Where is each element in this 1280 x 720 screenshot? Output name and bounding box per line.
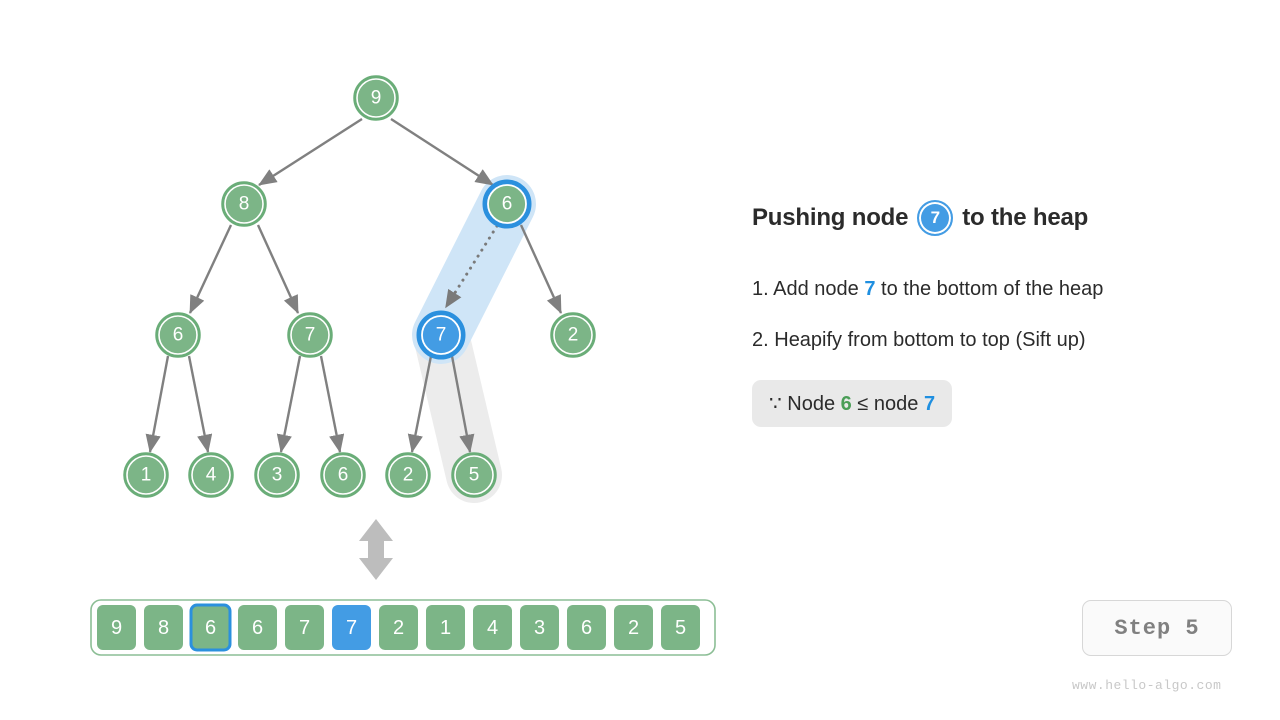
tree-node-6a[interactable]: 6 — [155, 312, 201, 358]
array-representation: 9 8 6 6 7 7 2 — [90, 599, 716, 656]
instruction-step-2: 2. Heapify from bottom to top (Sift up) — [752, 329, 1222, 352]
tree-nodes: 9 8 6 6 7 — [123, 75, 596, 498]
array-cell-label: 8 — [158, 617, 169, 639]
array-cell-label: 6 — [252, 617, 263, 639]
reason-green-value: 6 — [840, 393, 852, 415]
array-cell-0[interactable]: 9 — [97, 605, 136, 650]
node-label: 8 — [239, 194, 250, 215]
array-cell-label: 6 — [205, 617, 216, 639]
node-label: 7 — [305, 325, 316, 346]
tree-node-7a[interactable]: 7 — [287, 312, 333, 358]
tree-edges — [145, 117, 563, 453]
reason-badge: ∵ Node 6 ≤ node 7 — [752, 380, 953, 427]
tree-node-active-7[interactable]: 7 — [416, 310, 466, 360]
array-cell-label: 7 — [299, 617, 310, 639]
reason-blue-value: 7 — [923, 393, 936, 415]
heap-tree-graphic: 9 8 6 6 7 — [90, 75, 716, 656]
array-cell-10[interactable]: 6 — [567, 605, 606, 650]
watermark: www.hello-algo.com — [1072, 678, 1222, 693]
tree-node-parent-6[interactable]: 6 — [482, 179, 532, 229]
array-cell-label: 2 — [628, 617, 639, 639]
array-cell-6[interactable]: 2 — [379, 605, 418, 650]
tree-node-9[interactable]: 9 — [353, 75, 399, 121]
array-cell-9[interactable]: 3 — [520, 605, 559, 650]
node-label: 2 — [403, 465, 414, 486]
reason-text-before: Node — [781, 393, 841, 415]
array-cell-7[interactable]: 1 — [426, 605, 465, 650]
node-label: 5 — [469, 465, 480, 486]
step-index: 2. — [752, 329, 769, 351]
array-cell-label: 9 — [111, 617, 122, 639]
tree-node-4[interactable]: 4 — [188, 452, 234, 498]
array-container — [90, 599, 716, 656]
step-text-before: Heapify from bottom to top (Sift up) — [768, 329, 1086, 351]
step-indicator: Step 5 — [1082, 600, 1232, 656]
array-cell-1[interactable]: 8 — [144, 605, 183, 650]
tree-node-2a[interactable]: 2 — [550, 312, 596, 358]
because-symbol: ∵ — [769, 393, 782, 415]
step-index: 1. — [752, 278, 769, 300]
array-cell-5[interactable]: 7 — [332, 605, 371, 650]
node-label: 2 — [568, 325, 579, 346]
panel-title-suffix: to the heap — [962, 204, 1089, 231]
instruction-step-1: 1. Add node 7 to the bottom of the heap — [752, 278, 1222, 301]
array-cell-11[interactable]: 2 — [614, 605, 653, 650]
tree-node-8[interactable]: 8 — [221, 181, 267, 227]
array-cell-2[interactable]: 6 — [189, 603, 232, 652]
step-value: 7 — [864, 278, 876, 300]
pushed-node-badge: 7 — [917, 200, 954, 236]
step-text-before: Add node — [768, 278, 865, 300]
node-label: 1 — [141, 465, 152, 486]
array-cell-label: 6 — [581, 617, 592, 639]
step-text-after: to the bottom of the heap — [875, 278, 1104, 300]
node-label: 4 — [206, 465, 217, 486]
tree-node-6b[interactable]: 6 — [320, 452, 366, 498]
tree-node-2b[interactable]: 2 — [385, 452, 431, 498]
array-cell-12[interactable]: 5 — [661, 605, 700, 650]
array-cell-label: 4 — [487, 617, 498, 639]
array-cell-8[interactable]: 4 — [473, 605, 512, 650]
tree-node-5[interactable]: 5 — [451, 452, 497, 498]
array-cell-4[interactable]: 7 — [285, 605, 324, 650]
node-label: 6 — [338, 465, 349, 486]
array-cell-3[interactable]: 6 — [238, 605, 277, 650]
array-cell-label: 5 — [675, 617, 686, 639]
node-label: 3 — [272, 465, 283, 486]
node-label: 9 — [371, 88, 382, 109]
reason-operator: ≤ — [851, 393, 874, 415]
node-label: 6 — [173, 325, 184, 346]
node-label: 6 — [502, 194, 513, 215]
tree-node-1[interactable]: 1 — [123, 452, 169, 498]
tree-array-link-arrow — [359, 519, 393, 580]
node-label: 7 — [436, 325, 447, 346]
array-cell-label: 1 — [440, 617, 451, 639]
panel-title-prefix: Pushing node — [752, 204, 909, 231]
reason-text-mid: node — [873, 393, 924, 415]
array-cell-label: 3 — [534, 617, 545, 639]
tree-node-3[interactable]: 3 — [254, 452, 300, 498]
array-cell-label: 7 — [346, 617, 357, 639]
panel-title: Pushing node 7 to the heap — [752, 200, 1222, 236]
array-cell-label: 2 — [393, 617, 404, 639]
explanation-panel: Pushing node 7 to the heap 1. Add node 7… — [752, 200, 1222, 427]
